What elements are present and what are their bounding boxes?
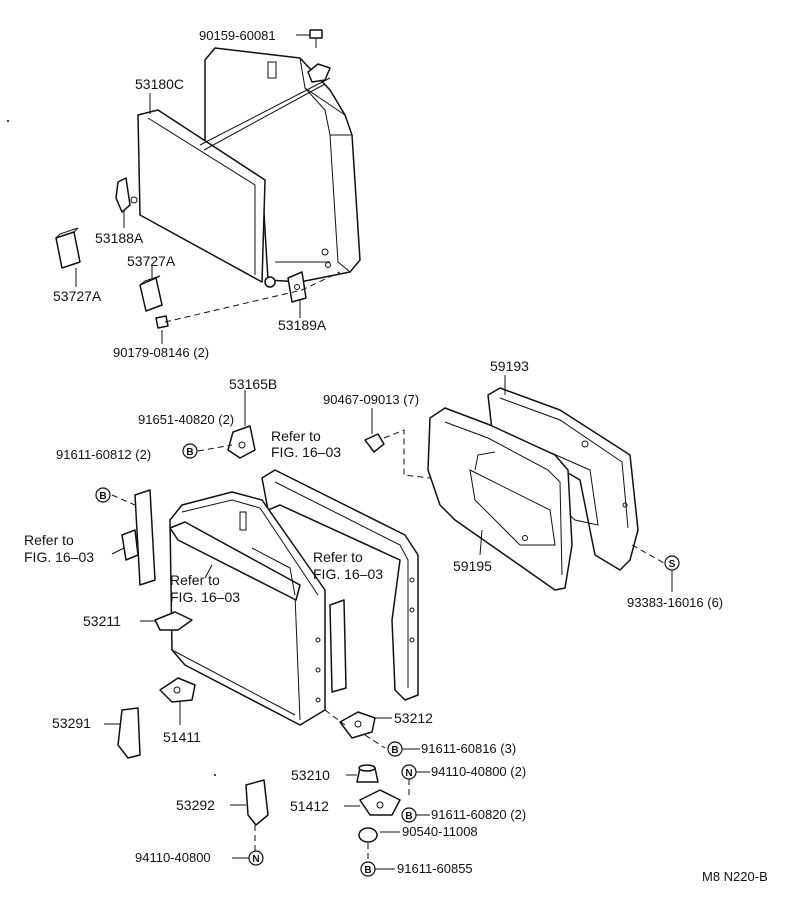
hinge-53211	[140, 611, 193, 631]
refer-to-1-line2: FIG. 16–03	[271, 444, 341, 460]
block-53727a-left	[55, 227, 81, 287]
hinge-53212	[324, 709, 392, 749]
callout-94110-40800-2: 94110-40800 (2)	[431, 764, 526, 779]
callout-90179-08146: 90179-08146 (2)	[113, 345, 209, 360]
bolt-90159-60081	[296, 29, 323, 48]
bracket-53292	[230, 779, 269, 852]
bolt-symbol-91611-60820: B	[401, 807, 430, 823]
side-strip	[329, 599, 347, 693]
svg-text:B: B	[405, 811, 412, 822]
bracket-53291	[117, 707, 141, 759]
callout-53188a: 53188A	[95, 230, 144, 246]
bolt-symbol-91611-60812: B	[95, 487, 111, 503]
callout-53165b: 53165B	[229, 376, 277, 392]
dash-line-59193	[631, 544, 665, 564]
lead-refer-2	[111, 547, 125, 555]
callout-91611-60812: 91611-60812 (2)	[56, 447, 151, 462]
svg-text:N: N	[405, 768, 412, 779]
svg-text:B: B	[99, 491, 106, 502]
callout-53189a: 53189A	[278, 317, 327, 333]
callout-53292: 53292	[176, 797, 215, 813]
lead-59195	[479, 529, 483, 556]
callout-91611-60820: 91611-60820 (2)	[431, 807, 526, 822]
callout-53727a-top: 53727A	[127, 253, 176, 269]
bracket-53189a	[287, 271, 307, 318]
refer-to-2-line2: FIG. 16–03	[24, 549, 94, 565]
callout-91651-40820: 91651-40820 (2)	[138, 412, 234, 427]
bolt-symbol-91651: B	[182, 443, 233, 459]
bolt-symbol-91611-60855: B	[360, 843, 395, 877]
callout-90467-09013: 90467-09013 (7)	[323, 392, 419, 407]
callout-90159-60081: 90159-60081	[199, 28, 276, 43]
clip-90179-08146	[155, 315, 169, 344]
refer-to-2-line1: Refer to	[24, 532, 74, 548]
bracket-left	[111, 489, 156, 586]
lead-refer-3	[204, 564, 213, 579]
refer-to-1-line1: Refer to	[271, 428, 321, 444]
callout-59193: 59193	[490, 358, 529, 374]
nut-symbol-94110-2: N	[401, 764, 430, 795]
nut-symbol-94110: N	[232, 850, 264, 866]
refer-to-4-line1: Refer to	[313, 549, 363, 565]
block-53727a-right	[139, 266, 163, 312]
callout-53210: 53210	[291, 767, 330, 783]
callout-91611-60816: 91611-60816 (3)	[421, 741, 516, 756]
svg-text:B: B	[391, 745, 398, 756]
refer-to-4-line2: FIG. 16–03	[313, 566, 383, 582]
bracket-53165b	[227, 390, 256, 459]
refer-to-3-line1: Refer to	[170, 572, 220, 588]
speck	[214, 774, 216, 776]
callout-53180c: 53180C	[135, 76, 184, 92]
cushion-90540-11008	[358, 827, 400, 843]
callout-93383-16016: 93383-16016 (6)	[627, 595, 723, 610]
screw-symbol-93383: S	[664, 555, 680, 571]
callout-53291: 53291	[52, 715, 91, 731]
panel-53180c	[137, 63, 331, 288]
callout-51412: 51412	[290, 798, 329, 814]
refer-to-3-line2: FIG. 16–03	[170, 589, 240, 605]
cap-53210	[346, 764, 379, 783]
frame-right	[261, 469, 419, 701]
callout-90540-11008: 90540-11008	[402, 824, 478, 839]
diagram-code: M8 N220-B	[702, 869, 768, 884]
panel-59195	[427, 407, 573, 591]
svg-text:S: S	[669, 559, 676, 570]
svg-text:B: B	[186, 447, 193, 458]
dash-line-top-1	[164, 271, 341, 323]
hinge-51411	[159, 677, 196, 725]
svg-text:B: B	[364, 865, 371, 876]
callout-51411: 51411	[163, 729, 201, 745]
callout-53212: 53212	[394, 710, 433, 726]
callout-53211: 53211	[83, 613, 121, 629]
callout-94110-40800: 94110-40800	[135, 850, 211, 865]
svg-text:N: N	[252, 854, 259, 865]
shelf-bar	[169, 521, 301, 601]
bracket-53188a	[115, 177, 138, 228]
speck	[7, 120, 9, 122]
callout-91611-60855: 91611-60855	[397, 861, 473, 876]
bolt-symbol-91611-60816: B	[387, 741, 420, 757]
callout-59195: 59195	[453, 558, 492, 574]
clip-90467-09013	[364, 408, 431, 479]
hinge-51412	[344, 789, 401, 816]
callout-53727a-left: 53727A	[53, 288, 102, 304]
